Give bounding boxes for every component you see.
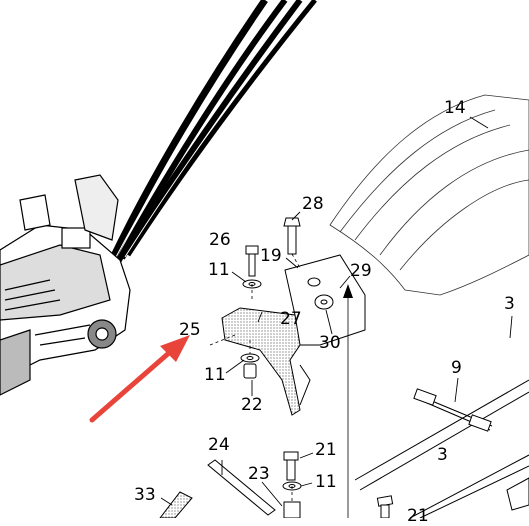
- callout-11-middle: 11: [204, 365, 226, 385]
- leader-arrowhead: [343, 284, 353, 298]
- callout-9: 9: [451, 358, 462, 378]
- callout-11-lower: 11: [315, 472, 337, 492]
- callout-26: 26: [209, 230, 231, 250]
- conveyor-cover-outline: [329, 94, 529, 296]
- rails: [354, 379, 529, 518]
- callout-28: 28: [302, 194, 324, 214]
- callout-3-upper: 3: [504, 294, 515, 314]
- callout-21-lower: 21: [407, 506, 429, 526]
- callout-33: 33: [134, 485, 156, 505]
- callout-23: 23: [248, 464, 270, 484]
- leader-lines: [160, 116, 513, 518]
- hose-bundle: [108, 0, 317, 264]
- callout-27: 27: [280, 309, 302, 329]
- callout-24: 24: [208, 435, 230, 455]
- alignment-lines: [209, 253, 301, 502]
- callout-29: 29: [350, 261, 372, 281]
- callout-3-lower: 3: [437, 445, 448, 465]
- bracket-plate: [221, 254, 366, 416]
- callout-14: 14: [444, 98, 466, 118]
- milling-machine: [0, 174, 131, 396]
- red-pointer-arrow: [89, 335, 190, 423]
- callout-11-upper: 11: [208, 260, 230, 280]
- callout-25: 25: [179, 320, 201, 340]
- callout-30: 30: [319, 333, 341, 353]
- callout-19: 19: [260, 246, 282, 266]
- callout-21-upper: 21: [315, 440, 337, 460]
- callout-22: 22: [241, 395, 263, 415]
- fasteners: [159, 217, 394, 518]
